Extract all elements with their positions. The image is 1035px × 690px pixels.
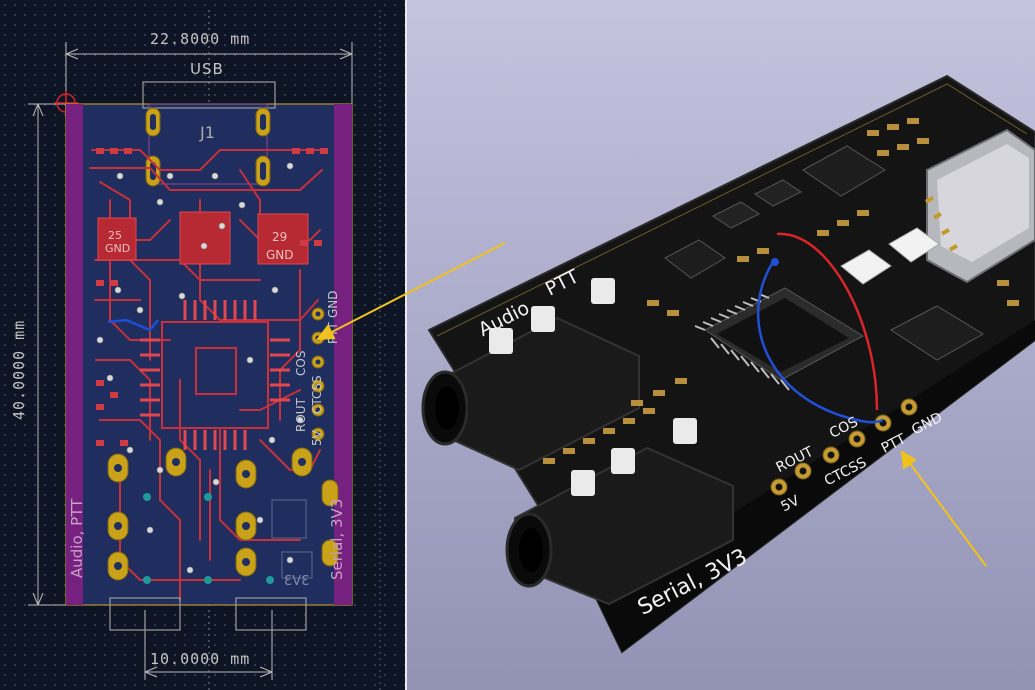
silk-gnd-a: GND xyxy=(105,242,131,255)
silk-pad-num-b: 29 xyxy=(272,230,288,244)
silk-ref-j1: J1 xyxy=(200,123,215,142)
silk-pin-cos: COS xyxy=(294,350,308,376)
silk-pin-rout: ROUT xyxy=(294,398,308,432)
pcb-editor-canvas[interactable]: 22.8000 mm 40.0000 mm 10.0000 mm USB J1 … xyxy=(0,0,406,690)
silk-serial: Serial, 3V3 xyxy=(328,498,346,580)
pcb-drawing xyxy=(28,10,381,690)
silk-pin-ptt: PTT xyxy=(326,322,340,344)
silk-gnd-b: GND xyxy=(266,248,294,262)
3d-render xyxy=(421,74,1035,654)
3d-viewer-canvas[interactable]: Audio PTT ROUT 5V COS CTCSS PTT GND Seri… xyxy=(407,0,1035,690)
silk-usb-label: USB xyxy=(190,60,224,78)
silk-pin-ctcss: CTCSS xyxy=(310,375,324,414)
silk-back-3v3: 3V3 xyxy=(284,574,310,589)
silk-pin-gnd: GND xyxy=(326,290,340,318)
silk-pad-num-a: 25 xyxy=(108,229,122,242)
split-divider[interactable] xyxy=(405,0,407,690)
silk-audio-ptt: Audio, PTT xyxy=(68,498,86,578)
silk-pin-5v: 5V xyxy=(310,430,324,446)
dimension-height: 40.0000 mm xyxy=(10,319,28,420)
dimension-width-top: 22.8000 mm xyxy=(150,30,251,48)
dimension-width-bottom: 10.0000 mm xyxy=(150,650,251,668)
